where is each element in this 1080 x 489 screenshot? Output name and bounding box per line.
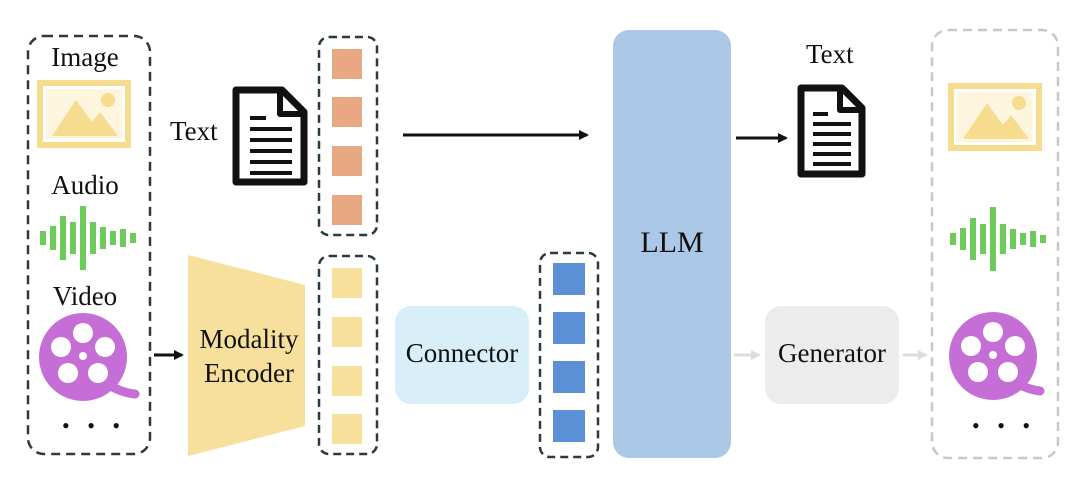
video-label: Video (52, 281, 118, 311)
modality-encoder-shape (188, 255, 305, 456)
connector-label: Connector (405, 338, 519, 368)
text-tokens (332, 49, 362, 225)
modality-tokens (332, 268, 362, 444)
generator-label: Generator (778, 338, 886, 368)
connector-token-column (538, 251, 600, 459)
encoder-label-line2: Encoder (204, 358, 294, 388)
llm-label: LLM (640, 226, 704, 259)
image-label: Image (51, 42, 119, 72)
generator-box (765, 306, 899, 404)
output-film-reel-icon (949, 312, 1045, 400)
encoder-label: Modality Encoder (188, 322, 310, 390)
llm-box (613, 30, 731, 458)
output-audio-waveform-icon (950, 207, 1046, 271)
connector-tokens (553, 263, 585, 442)
output-image-icon (948, 83, 1042, 151)
modality-token-column (317, 254, 379, 456)
audio-waveform-icon (40, 206, 136, 270)
output-document-icon (797, 84, 866, 178)
image-icon (37, 80, 131, 148)
text-input-label: Text (170, 116, 218, 146)
output-modalities-box (930, 28, 1060, 460)
audio-label: Audio (51, 170, 119, 200)
text-output-label: Text (806, 39, 854, 69)
encoder-label-line1: Modality (199, 324, 299, 354)
input-more-dots: • • • (62, 413, 127, 438)
output-more-dots: • • • (972, 413, 1037, 438)
input-modalities-box (26, 34, 152, 456)
film-reel-icon (39, 313, 140, 401)
text-token-column (317, 35, 379, 237)
connector-box (395, 306, 529, 404)
document-icon (232, 86, 308, 186)
